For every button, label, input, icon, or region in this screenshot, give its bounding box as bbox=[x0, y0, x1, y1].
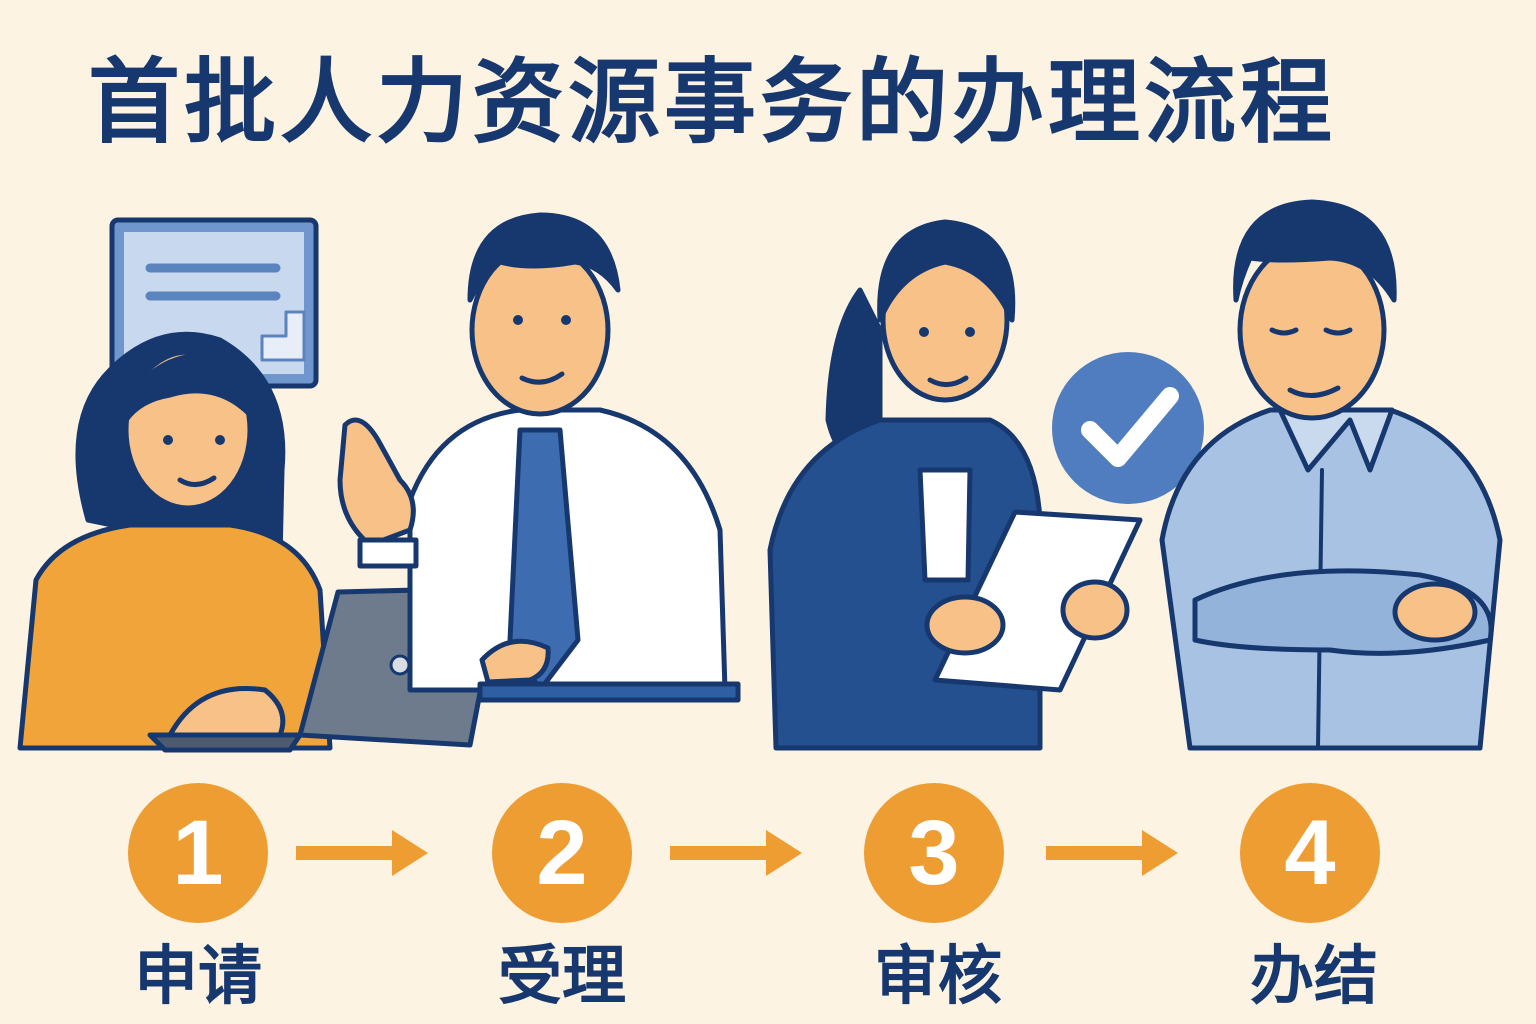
step-3-circle: 3 bbox=[864, 783, 1004, 923]
step-1-label: 申请 bbox=[134, 940, 262, 1014]
step-2-label: 受理 bbox=[498, 940, 626, 1014]
step-4-label: 办结 bbox=[1250, 940, 1378, 1014]
step-2-circle: 2 bbox=[492, 783, 632, 923]
process-illustration bbox=[17, 199, 1503, 753]
person-receiver bbox=[337, 212, 741, 703]
step-1-circle: 1 bbox=[128, 783, 268, 923]
arrow-right-icon bbox=[1046, 830, 1178, 876]
arrow-right-icon bbox=[670, 830, 802, 876]
person-applicant bbox=[17, 331, 333, 751]
arrow-right-icon bbox=[296, 830, 428, 876]
step-3-label: 审核 bbox=[874, 940, 1002, 1014]
step-4-circle: 4 bbox=[1240, 783, 1380, 923]
page-title: 首批人力资源事务的办理流程 bbox=[88, 49, 1337, 156]
person-reviewer bbox=[767, 219, 1143, 751]
check-badge-icon bbox=[1052, 352, 1204, 504]
person-closer bbox=[1159, 199, 1503, 751]
